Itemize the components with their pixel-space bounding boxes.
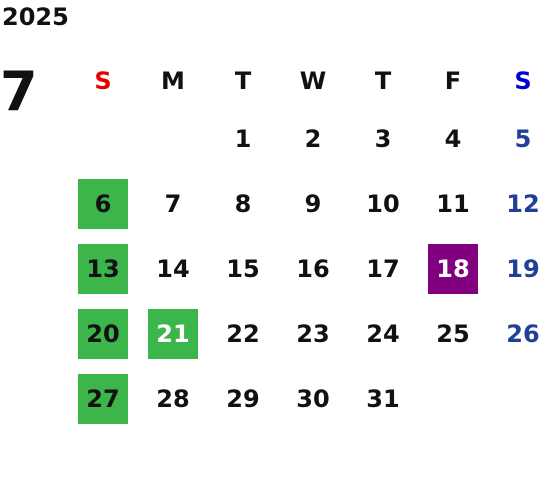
date-cell[interactable]: 31: [366, 384, 400, 413]
date-cell[interactable]: 24: [366, 319, 400, 348]
date-cell[interactable]: 6: [78, 178, 128, 229]
date-cell[interactable]: 26: [506, 319, 540, 348]
date-cell[interactable]: 25: [436, 319, 470, 348]
weekday-mon: M: [161, 67, 185, 95]
date-cell[interactable]: 15: [226, 254, 260, 283]
date-cell[interactable]: 2: [304, 124, 322, 153]
date-cell[interactable]: 1: [234, 124, 252, 153]
month-number: 7: [0, 60, 38, 123]
date-cell[interactable]: 18: [428, 243, 478, 294]
date-cell[interactable]: 20: [78, 308, 128, 359]
date-cell[interactable]: 19: [506, 254, 540, 283]
date-cell[interactable]: 29: [226, 384, 260, 413]
date-cell[interactable]: 22: [226, 319, 260, 348]
weekday-wed: W: [299, 67, 327, 95]
date-cell[interactable]: 17: [366, 254, 400, 283]
weekday-fri: F: [444, 67, 462, 95]
empty-date-cell: [498, 374, 548, 424]
weekday-tue: T: [234, 67, 252, 95]
date-cell[interactable]: 12: [506, 189, 540, 218]
date-cell[interactable]: 9: [304, 189, 322, 218]
date-cell[interactable]: 23: [296, 319, 330, 348]
date-cell[interactable]: 11: [436, 189, 470, 218]
date-cell[interactable]: 10: [366, 189, 400, 218]
date-cell[interactable]: 13: [78, 243, 128, 294]
year-label: 2025: [2, 3, 69, 31]
weekday-sat: S: [514, 67, 532, 95]
date-cell[interactable]: 3: [374, 124, 392, 153]
weekday-thu: T: [374, 67, 392, 95]
date-cell[interactable]: 28: [156, 384, 190, 413]
calendar-grid: S M T W T F S 1 2 3 4 5 6 7 8 9 10 11 12…: [68, 56, 548, 431]
date-cell[interactable]: 16: [296, 254, 330, 283]
date-cell[interactable]: 27: [78, 373, 128, 424]
weekday-sun: S: [94, 67, 112, 95]
empty-date-cell: [78, 114, 128, 164]
date-cell[interactable]: 7: [164, 189, 182, 218]
date-cell[interactable]: 14: [156, 254, 190, 283]
date-cell[interactable]: 4: [444, 124, 462, 153]
date-cell[interactable]: 8: [234, 189, 252, 218]
date-cell[interactable]: 21: [148, 308, 198, 359]
empty-date-cell: [148, 114, 198, 164]
date-cell[interactable]: 30: [296, 384, 330, 413]
date-cell[interactable]: 5: [514, 124, 532, 153]
empty-date-cell: [428, 374, 478, 424]
